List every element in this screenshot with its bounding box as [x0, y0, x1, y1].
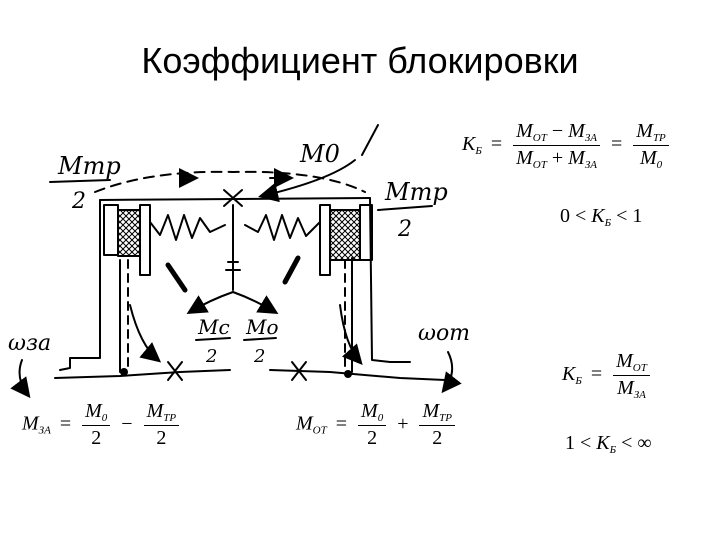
torque-flow-top [94, 170, 366, 193]
formula-m-ot: MОТ = M0 2 + MТР 2 [296, 400, 457, 450]
label-omega-ot: ωот [418, 321, 470, 346]
torque-flow-left-down [129, 304, 162, 363]
clutch-left-plate [103, 204, 119, 256]
mc-fraction-bar [195, 337, 231, 341]
formula-kb-ratio: KБ = MОТ MЗА [562, 350, 652, 401]
spring-right [244, 214, 321, 241]
axle-line-left [54, 369, 231, 379]
mtr-left-fraction-bar [49, 179, 111, 183]
satellite-right [282, 255, 301, 285]
omega-left-arrow [10, 359, 31, 399]
torque-flow-right-down [339, 304, 363, 366]
m0-arrow [258, 159, 356, 203]
satellite-left [165, 262, 188, 293]
center-small [225, 261, 241, 271]
label-mc: Mc [197, 315, 230, 339]
formula-kb-definition: KБ = MОТ − MЗА MОТ + MЗА = MТР M0 [462, 120, 671, 171]
label-mtr-left: Mтр [57, 152, 121, 180]
clutch-left-plate-inner [139, 204, 151, 276]
clutch-left-pad [117, 209, 141, 257]
formula-m-za: MЗА = M0 2 − MТР 2 [22, 400, 181, 450]
omega-right-arrow [441, 351, 462, 394]
label-mo-mid: Mo [245, 315, 279, 339]
label-mtr-left-div: 2 [71, 189, 86, 214]
split-arrow-right [232, 291, 279, 315]
label-m0: M0 [299, 140, 340, 168]
spring-left [149, 214, 226, 241]
hub-right [344, 370, 352, 378]
bearing-x-1 [223, 189, 243, 207]
formula-kb-range-1: 0 < KБ < 1 [560, 205, 643, 229]
mo-fraction-bar [243, 337, 277, 341]
page-title: Коэффициент блокировки [141, 40, 579, 81]
clutch-right-plate [359, 204, 373, 261]
label-omega-za: ωза [8, 331, 51, 356]
clutch-right-pad [329, 209, 361, 261]
m0-tick [361, 124, 379, 156]
label-mc-div: 2 [205, 346, 217, 367]
mtr-right-fraction-bar [377, 205, 433, 211]
formula-kb-range-2: 1 < KБ < ∞ [565, 432, 652, 456]
label-mo-mid-div: 2 [253, 346, 265, 367]
bearing-x-3 [291, 361, 307, 381]
label-mtr-right: Mтр [384, 178, 448, 206]
housing-left-wall [59, 199, 101, 371]
clutch-right-plate-inner [319, 204, 331, 276]
bearing-x-2 [167, 361, 183, 381]
split-arrow-left [186, 291, 234, 315]
label-mtr-right-div: 2 [397, 217, 412, 242]
housing-right-wall [369, 197, 411, 363]
hub-left [120, 368, 128, 376]
